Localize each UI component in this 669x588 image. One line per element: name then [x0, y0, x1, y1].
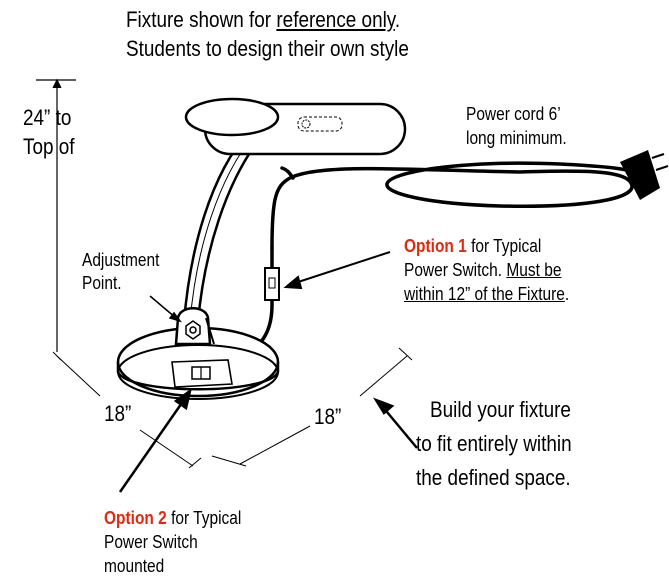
- base-switch-icon: [171, 359, 233, 388]
- height-label-line2: Top of: [23, 134, 75, 159]
- build-note-arrow: [373, 397, 418, 449]
- option1-title: Option 1: [404, 236, 467, 256]
- dimension-left: 18”: [104, 401, 132, 426]
- adjustment-joint-icon: [174, 307, 215, 346]
- height-label-line1: 24” to: [23, 105, 72, 130]
- reference-note-line2: Students to design their own style: [126, 36, 409, 61]
- adjustment-label-line1: Adjustment: [82, 250, 160, 270]
- power-cord-label-line2: long minimum.: [466, 128, 567, 148]
- option2-line1: Option 2 for Typical: [104, 508, 242, 528]
- dimension-right: 18”: [314, 404, 342, 429]
- lamp-head: [184, 97, 407, 156]
- power-cord: [248, 161, 634, 352]
- power-cord-label-line1: Power cord 6’: [466, 104, 561, 124]
- option2-line2: Power Switch: [104, 532, 198, 552]
- option2-line3: mounted: [104, 556, 165, 576]
- lamp-arm: [182, 129, 266, 323]
- adjustment-arrow: [149, 295, 182, 323]
- option2-arrow: [118, 388, 192, 493]
- reference-note-line1: Fixture shown for reference only.: [126, 7, 401, 32]
- inline-switch-icon: [264, 267, 280, 301]
- build-note-line3: the defined space.: [416, 465, 571, 490]
- option1-arrow: [283, 251, 391, 290]
- option1-line1: Option 1 for Typical: [404, 236, 542, 256]
- floor-dimension-lines: [52, 347, 413, 469]
- adjustment-label-line2: Point.: [82, 273, 122, 293]
- option1-line3: within 12” of the Fixture.: [404, 284, 570, 304]
- plug-icon: [620, 150, 669, 200]
- build-note-line1: Build your fixture: [430, 397, 571, 422]
- height-dimension-line: [36, 78, 76, 352]
- option2-title: Option 2: [104, 508, 167, 528]
- build-note-line2: to fit entirely within: [416, 431, 572, 456]
- option1-line2: Power Switch. Must be: [404, 260, 562, 280]
